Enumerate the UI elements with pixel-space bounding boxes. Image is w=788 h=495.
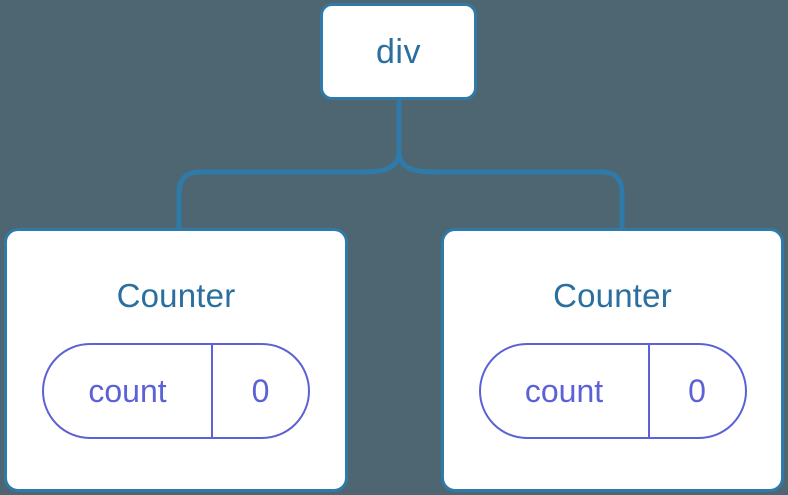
root-node-div[interactable]: div (320, 3, 477, 100)
component-title: Counter (116, 277, 236, 314)
state-value-label: 0 (251, 373, 270, 409)
state-value-cell: 0 (213, 345, 308, 437)
state-key-cell: count (44, 345, 213, 437)
state-key-cell: count (481, 345, 650, 437)
root-node-label: div (376, 32, 421, 71)
component-card-counter-2[interactable]: Counter count 0 (441, 228, 784, 492)
connector-branch-right (396, 150, 625, 228)
connector-branch-left (176, 150, 402, 228)
component-title: Counter (553, 277, 672, 314)
component-card-counter-1[interactable]: Counter count 0 (4, 228, 348, 492)
state-key-label: count (88, 373, 167, 409)
state-value-label: 0 (688, 373, 706, 409)
state-value-cell: 0 (650, 345, 745, 437)
state-capsule[interactable]: count 0 (478, 343, 747, 439)
state-capsule[interactable]: count 0 (42, 343, 310, 439)
state-key-label: count (524, 373, 604, 409)
